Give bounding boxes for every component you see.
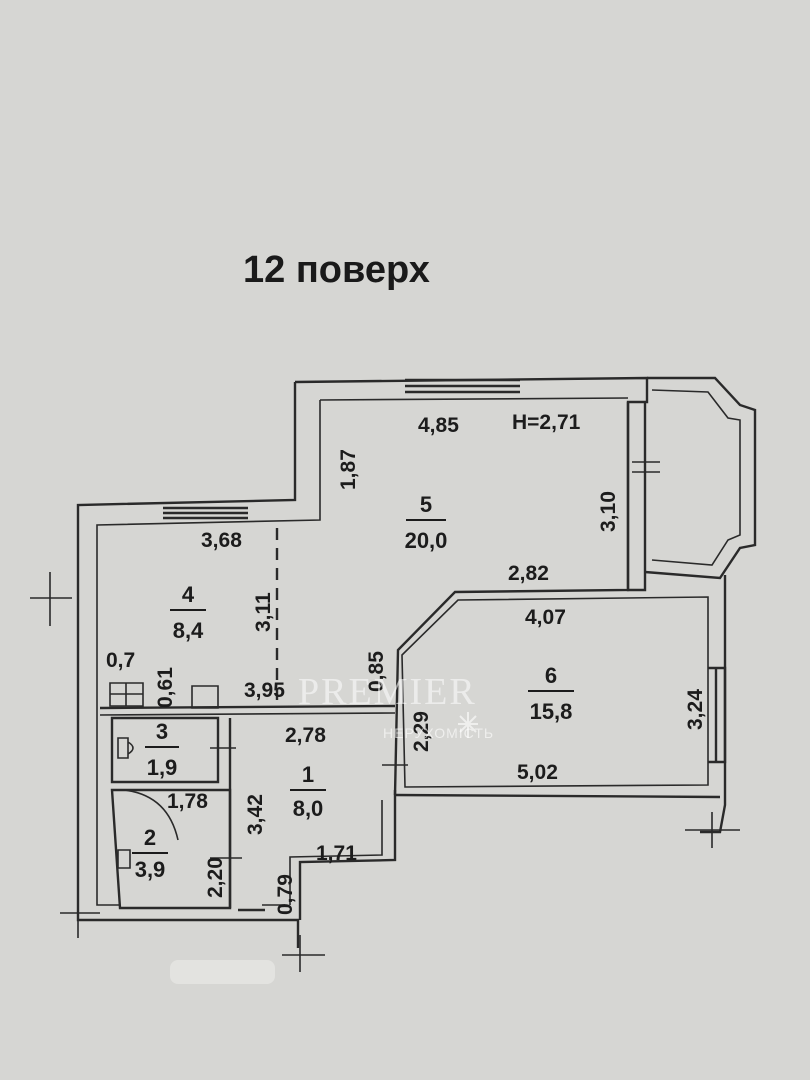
door-tick-left [30, 572, 72, 626]
dim-1-87: 1,87 [337, 449, 360, 490]
dim-4-85: 4,85 [418, 414, 459, 437]
room-area: 1,9 [147, 755, 178, 780]
dim-4-07: 4,07 [525, 606, 566, 629]
room-area: 20,0 [405, 528, 448, 553]
dimension-labels: 4,85 H=2,71 1,87 3,10 3,68 3,11 2,82 4,0… [106, 411, 707, 915]
dim-2-29: 2,29 [410, 711, 433, 752]
dim-3-10: 3,10 [597, 491, 620, 532]
dim-1-71: 1,71 [316, 842, 357, 865]
room-number: 4 [182, 582, 195, 607]
room-number: 1 [302, 762, 314, 787]
appliance-box [191, 685, 219, 709]
balcony-inner [651, 389, 741, 566]
room-number: 6 [545, 663, 557, 688]
door-tick-room6 [685, 812, 740, 848]
room-area: 8,4 [173, 618, 204, 643]
shower-arc [123, 789, 179, 841]
dim-0-85: 0,85 [365, 651, 388, 692]
bath3-box [110, 716, 220, 784]
watermark-ornament-icon [458, 712, 478, 738]
room-3-label: 3 1,9 [145, 719, 179, 780]
floor-title: 12 поверх [243, 249, 430, 291]
dim-3-95: 3,95 [244, 679, 285, 702]
dim-3-11: 3,11 [252, 592, 275, 632]
toilet-fixture [117, 737, 134, 759]
room5-right-wall [393, 402, 630, 796]
dim-2-20: 2,20 [204, 857, 227, 898]
closet-box [109, 682, 144, 707]
room-labels: 5 20,0 4 8,4 6 15,8 3 1,9 1 8,0 2 3,9 [132, 492, 574, 882]
door-tick-balcony [632, 461, 660, 473]
room-5-label: 5 20,0 [405, 492, 448, 553]
door-tick-bottom-left [60, 895, 100, 938]
room-1-label: 1 8,0 [290, 762, 326, 821]
window-right [708, 666, 727, 764]
room-6-label: 6 15,8 [528, 663, 574, 724]
door-tick-entry [282, 935, 325, 972]
inner-wall-line-2 [96, 400, 321, 906]
dim-3-24: 3,24 [684, 689, 707, 730]
walls [30, 376, 757, 972]
balcony-outer [644, 376, 757, 580]
smudge [170, 960, 275, 984]
room-number: 3 [156, 719, 168, 744]
watermark-brand: PREMIER [298, 671, 477, 713]
door-tick-bath [210, 747, 242, 859]
watermark-subtitle: НЕРУХОМІСТЬ [383, 725, 494, 741]
ceiling-height: H=2,71 [512, 411, 581, 434]
room6-bottom [394, 793, 721, 799]
room-number: 2 [144, 825, 156, 850]
closet-grid [110, 683, 143, 706]
room-number: 5 [420, 492, 432, 517]
dim-5-02: 5,02 [517, 761, 558, 784]
entry-inner [289, 800, 383, 905]
room6-inner-wall [401, 596, 709, 788]
room-area: 3,9 [135, 857, 166, 882]
dim-3-42: 3,42 [244, 794, 267, 835]
dim-1-78: 1,78 [167, 790, 208, 813]
room-area: 8,0 [293, 796, 324, 821]
watermark: PREMIER НЕРУХОМІСТЬ [298, 671, 494, 741]
inner-wall-line [319, 397, 629, 401]
window-top [405, 378, 520, 394]
dim-2-82: 2,82 [508, 562, 549, 585]
room-4-label: 4 8,4 [170, 582, 206, 643]
dim-0-61: 0,61 [154, 667, 177, 708]
dim-2-78: 2,78 [285, 724, 326, 747]
dim-0-79: 0,79 [274, 874, 297, 915]
corridor-top-inner [99, 712, 396, 716]
dim-0-7: 0,7 [106, 649, 135, 672]
exterior-outline [76, 382, 300, 948]
room-area: 15,8 [530, 699, 573, 724]
room-2-label: 2 3,9 [132, 825, 168, 882]
window-left [163, 506, 248, 520]
sink-fixture [117, 849, 131, 869]
corridor-top-wall [99, 704, 396, 710]
dim-3-68: 3,68 [201, 529, 242, 552]
corridor-right-wall [298, 790, 397, 920]
